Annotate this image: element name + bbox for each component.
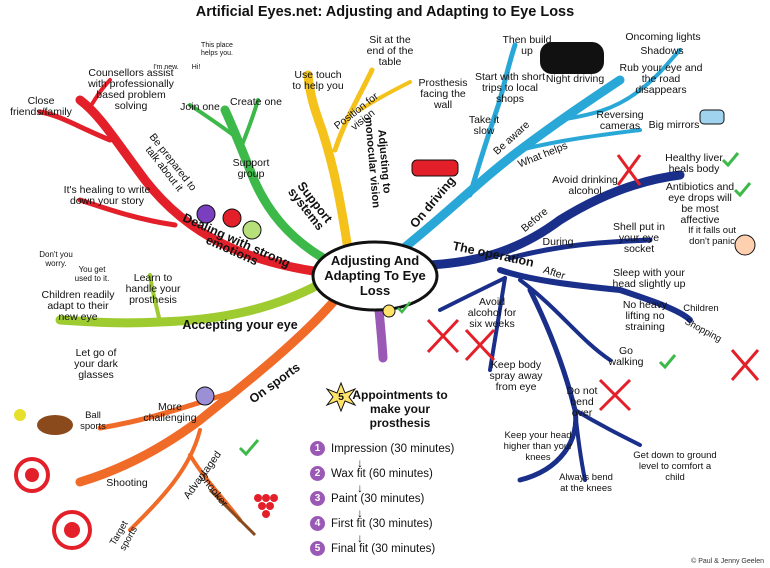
cross-icon: [426, 318, 460, 354]
label-oncoming: Oncoming lights: [625, 31, 701, 43]
bubble-im-new: I'm new.: [153, 64, 179, 71]
branch-green: [220, 105, 335, 267]
bubble-hi: Hi!: [191, 64, 201, 71]
label-avoid-drinking: Avoid drinking alcohol: [552, 174, 618, 197]
label-close-friends: Close friends/family: [10, 95, 72, 118]
appointments-badge-number: 5: [338, 391, 344, 403]
branch-yellow: [303, 70, 353, 255]
label-during: During: [542, 236, 574, 248]
label-learn-handle: Learn to handle your prosthesis: [125, 272, 181, 306]
smiley-icon: [382, 304, 396, 318]
label-big-mirrors: Big mirrors: [648, 119, 700, 131]
label-use-touch: Use touch to help you: [292, 69, 344, 92]
snooker-cue-icon: [208, 488, 257, 537]
branch-red: [75, 95, 325, 277]
label-rub-eye: Rub your eye and the road disappears: [619, 62, 703, 96]
tick-icon: [238, 439, 260, 457]
label-night-driving: Night driving: [545, 73, 605, 85]
angry-face-icon: [196, 204, 216, 224]
label-children: Children: [683, 303, 719, 314]
car-icon: [411, 159, 459, 177]
label-support-group: Support group: [232, 157, 270, 180]
label-do-not-bend: Do not bend over: [566, 385, 598, 419]
bubble-this-place: This place helps you.: [201, 42, 233, 57]
branch-orange: [75, 295, 340, 487]
label-take-slow: Take it slow: [468, 114, 500, 137]
tick-icon: [721, 152, 740, 168]
ball-icon: [37, 415, 73, 435]
cross-icon: [464, 328, 496, 362]
snooker-balls-icon: [254, 494, 278, 518]
label-then-build: Then build up: [502, 34, 552, 57]
label-counsellors: Counsellors assist with professionally b…: [88, 67, 174, 112]
bubble-dont-worry: Don't you worry.: [39, 250, 73, 268]
label-join-one: Join one: [180, 101, 220, 113]
label-always-bend: Always bend at the knees: [559, 472, 613, 494]
label-shadows: Shadows: [640, 45, 684, 57]
center-title: Adjusting And Adapting To Eye Loss: [324, 253, 426, 298]
branch-label-accept: Accepting your eye: [182, 318, 298, 332]
tick-icon: [658, 354, 677, 370]
target-icon: [14, 457, 50, 493]
branch-navy: [425, 170, 685, 270]
label-reversing: Reversing cameras: [596, 109, 644, 132]
label-let-go: Let go of your dark glasses: [74, 347, 118, 381]
night-driving-icon: [540, 42, 604, 74]
green-face-icon: [242, 220, 262, 240]
tennis-ball-icon: [14, 409, 26, 421]
mirror-icon: [699, 109, 725, 125]
target-icon: [52, 510, 92, 550]
tick-icon: [733, 182, 752, 198]
down-arrow-icon: ↓: [357, 531, 363, 545]
label-ball-sports: Ball sports: [80, 410, 106, 432]
branch-label-appointments: Appointments to make your prosthesis: [352, 388, 448, 430]
down-arrow-icon: ↓: [357, 506, 363, 520]
down-arrow-icon: ↓: [357, 456, 363, 470]
label-keep-head-higher: Keep your head higher than your knees: [503, 430, 573, 463]
label-go-walking: Go walking: [608, 345, 644, 368]
appointments-star-badge: [325, 381, 357, 413]
label-get-down: Get down to ground level to comfort a ch…: [633, 450, 717, 483]
copyright: © Paul & Jenny Geelen: [691, 558, 764, 565]
label-no-heavy: No heavy lifting no straining: [622, 299, 668, 333]
tick-icon: [397, 301, 411, 314]
label-sleep-head: Sleep with your head slightly up: [612, 267, 686, 290]
center-ellipse: [311, 240, 439, 312]
cross-icon: [598, 378, 632, 412]
label-keep-spray: Keep body spray away from eye: [489, 359, 543, 393]
cross-icon: [616, 154, 642, 186]
label-if-falls: If it falls out don't panic: [687, 225, 737, 247]
label-prosthesis-wall: Prosthesis facing the wall: [418, 77, 468, 111]
challenge-face-icon: [195, 386, 215, 406]
label-children-adapt: Children readily adapt to their new eye: [41, 289, 115, 323]
label-sit-end: Sit at the end of the table: [366, 34, 414, 68]
sad-face-icon: [734, 234, 756, 256]
label-start-short: Start with short trips to local shops: [474, 71, 546, 105]
label-healthy-liver: Healthy liver heals body: [665, 152, 723, 175]
label-shell-put: Shell put in your eye socket: [613, 221, 665, 255]
label-more-challenging: More challenging: [143, 401, 197, 424]
label-shooting: Shooting: [106, 477, 148, 489]
label-healing-write: It's healing to write down your story: [63, 184, 151, 207]
cross-icon: [730, 349, 760, 381]
bubble-you-get-used: You get used to it.: [74, 265, 110, 283]
page-title: Artificial Eyes.net: Adjusting and Adapt…: [195, 4, 575, 20]
red-face-icon: [222, 208, 242, 228]
label-avoid-alcohol-six: Avoid alcohol for six weeks: [467, 296, 517, 330]
down-arrow-icon: ↓: [357, 481, 363, 495]
label-create-one: Create one: [230, 96, 282, 108]
label-antibiotics: Antibiotics and eye drops will be most a…: [665, 181, 735, 226]
